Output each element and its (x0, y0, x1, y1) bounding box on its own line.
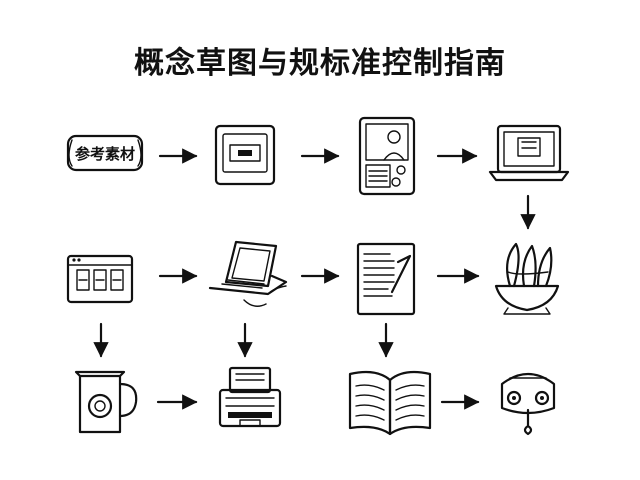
scroll-label: 参考素材 (75, 145, 135, 163)
laptop-icon (488, 124, 570, 182)
printer-icon (218, 366, 282, 428)
robot-icon (500, 372, 556, 436)
connector-arrows (93, 148, 536, 410)
document-icon (356, 242, 416, 316)
scroll-icon: 参考素材 (66, 134, 144, 172)
open-book-icon (348, 370, 432, 436)
kettle-icon (74, 370, 138, 434)
bowl-icon (494, 242, 560, 315)
monitor-icon (214, 124, 276, 186)
laptop-sketch-icon (208, 240, 288, 307)
grid-window-icon (66, 254, 134, 304)
diagram-title: 概念草图与规标准控制指南 (134, 46, 506, 81)
id-card-icon (358, 116, 416, 196)
